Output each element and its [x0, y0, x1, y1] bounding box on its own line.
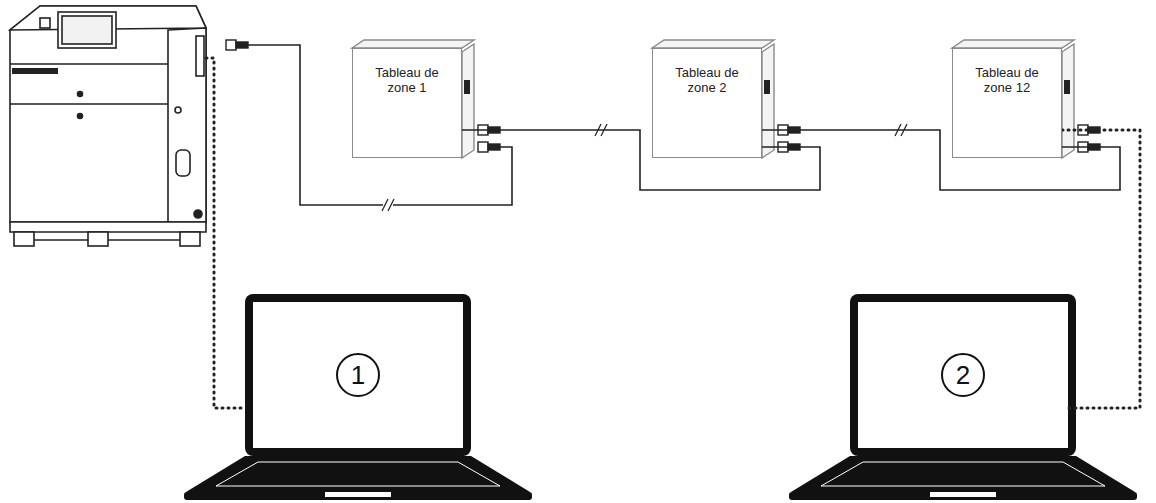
- zone-panel: Tableau de zone 2: [652, 48, 762, 158]
- panel-side: [1064, 80, 1070, 94]
- main-unit: [14, 232, 34, 246]
- laptop: [184, 294, 532, 500]
- laptop: [184, 492, 532, 500]
- bus-cable: [462, 130, 820, 190]
- laptop: [245, 294, 471, 456]
- main-unit: [12, 68, 58, 74]
- main-unit: [175, 107, 181, 113]
- break-marks: [388, 199, 394, 211]
- callout-circle: 2: [941, 353, 985, 397]
- cable-plugs: [236, 42, 248, 48]
- cables: [248, 45, 512, 205]
- laptop: [789, 492, 1137, 500]
- panel-label: Tableau de zone 2: [672, 65, 742, 95]
- panel-label: Tableau de zone 12: [972, 65, 1042, 95]
- laptop: [789, 294, 1137, 500]
- panel-side: [1062, 44, 1074, 158]
- main-unit: [88, 232, 108, 246]
- main-unit: [196, 36, 204, 76]
- callout-circle: 1: [336, 353, 380, 397]
- main-unit: [10, 6, 206, 222]
- laptop: [325, 492, 391, 497]
- main-unit: [34, 239, 88, 241]
- cable-plugs: [226, 40, 236, 50]
- main-unit: [10, 63, 168, 65]
- main-unit: [168, 28, 206, 222]
- panel-side: [952, 40, 1074, 48]
- laptop-screen: 1: [253, 302, 463, 448]
- main-unit: [10, 222, 206, 232]
- laptop: [186, 456, 530, 492]
- break-marks: [383, 198, 393, 212]
- main-unit: [176, 150, 190, 176]
- laptop: [821, 462, 1105, 486]
- laptop: [930, 492, 996, 497]
- main-unit: [108, 239, 180, 241]
- main-unit: [10, 6, 206, 246]
- panel-side: [764, 80, 770, 94]
- zone-panel: Tableau de zone 12: [952, 48, 1062, 158]
- panel-side: [464, 80, 470, 94]
- bus-cable: [762, 130, 1120, 190]
- laptop: [850, 294, 1076, 456]
- laptop-screen: 2: [858, 302, 1068, 448]
- main-unit: [78, 92, 83, 97]
- data-link: [1062, 130, 1140, 408]
- break-marks: [382, 199, 388, 211]
- laptop: [858, 302, 1068, 448]
- panel-side: [352, 40, 1074, 158]
- panel-label: Tableau de zone 1: [372, 65, 442, 95]
- main-unit: [10, 103, 168, 105]
- panel-side: [652, 40, 774, 48]
- main-unit: [194, 210, 202, 218]
- callout-number: 1: [351, 362, 365, 388]
- callout-number: 2: [956, 362, 970, 388]
- main-unit: [40, 18, 50, 28]
- cable-plugs: [488, 144, 500, 150]
- zone-panel: Tableau de zone 1: [352, 48, 462, 158]
- main-unit: [62, 16, 112, 44]
- cable-plugs: [478, 142, 488, 152]
- panel-side: [762, 44, 774, 158]
- panel-side: [462, 44, 474, 158]
- panel-side: [352, 40, 474, 48]
- main-unit: [58, 12, 116, 48]
- laptop: [253, 302, 463, 448]
- laptop: [216, 462, 500, 486]
- laptop: [791, 456, 1135, 492]
- main-unit: [180, 232, 200, 246]
- main-unit: [78, 114, 83, 119]
- cables: [206, 58, 246, 408]
